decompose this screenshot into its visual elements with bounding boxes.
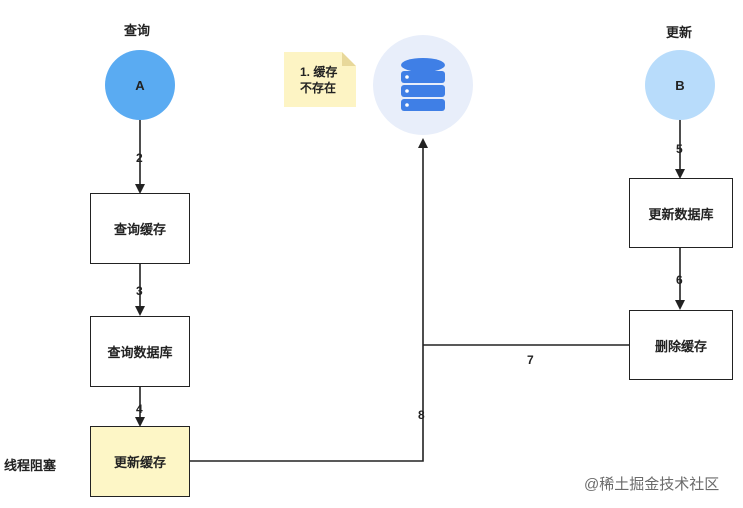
node-b[interactable]: B [645, 50, 715, 120]
line-update-cache-to-database [190, 138, 428, 462]
database-icon [373, 35, 473, 135]
step-4: 4 [136, 402, 143, 416]
delete-cache-box[interactable]: 删除缓存 [629, 310, 733, 380]
step-8: 8 [418, 408, 425, 422]
update-db-box[interactable]: 更新数据库 [629, 178, 733, 248]
step-2: 2 [136, 151, 143, 165]
query-db-box[interactable]: 查询数据库 [90, 316, 190, 387]
step-3: 3 [136, 284, 143, 298]
step-6: 6 [676, 273, 683, 287]
node-b-label: B [675, 77, 685, 93]
step-7: 7 [527, 353, 534, 367]
note-line-1: 1. 缓存 [300, 65, 338, 79]
actor-a-title: 查询 [124, 23, 151, 38]
actor-b-title: 更新 [666, 25, 693, 40]
thread-blocked-label: 线程阻塞 [4, 458, 57, 473]
node-a[interactable]: A [105, 50, 175, 120]
database-stack-icon [401, 58, 445, 111]
node-a-label: A [135, 77, 145, 93]
note-line-2: 不存在 [300, 81, 337, 95]
query-cache-box[interactable]: 查询缓存 [90, 193, 190, 264]
watermark-text: @稀土掘金技术社区 [584, 476, 720, 493]
cache-miss-note: 1. 缓存 不存在 [284, 52, 356, 107]
update-cache-box[interactable]: 更新缓存 [90, 426, 190, 497]
step-5: 5 [676, 142, 683, 156]
